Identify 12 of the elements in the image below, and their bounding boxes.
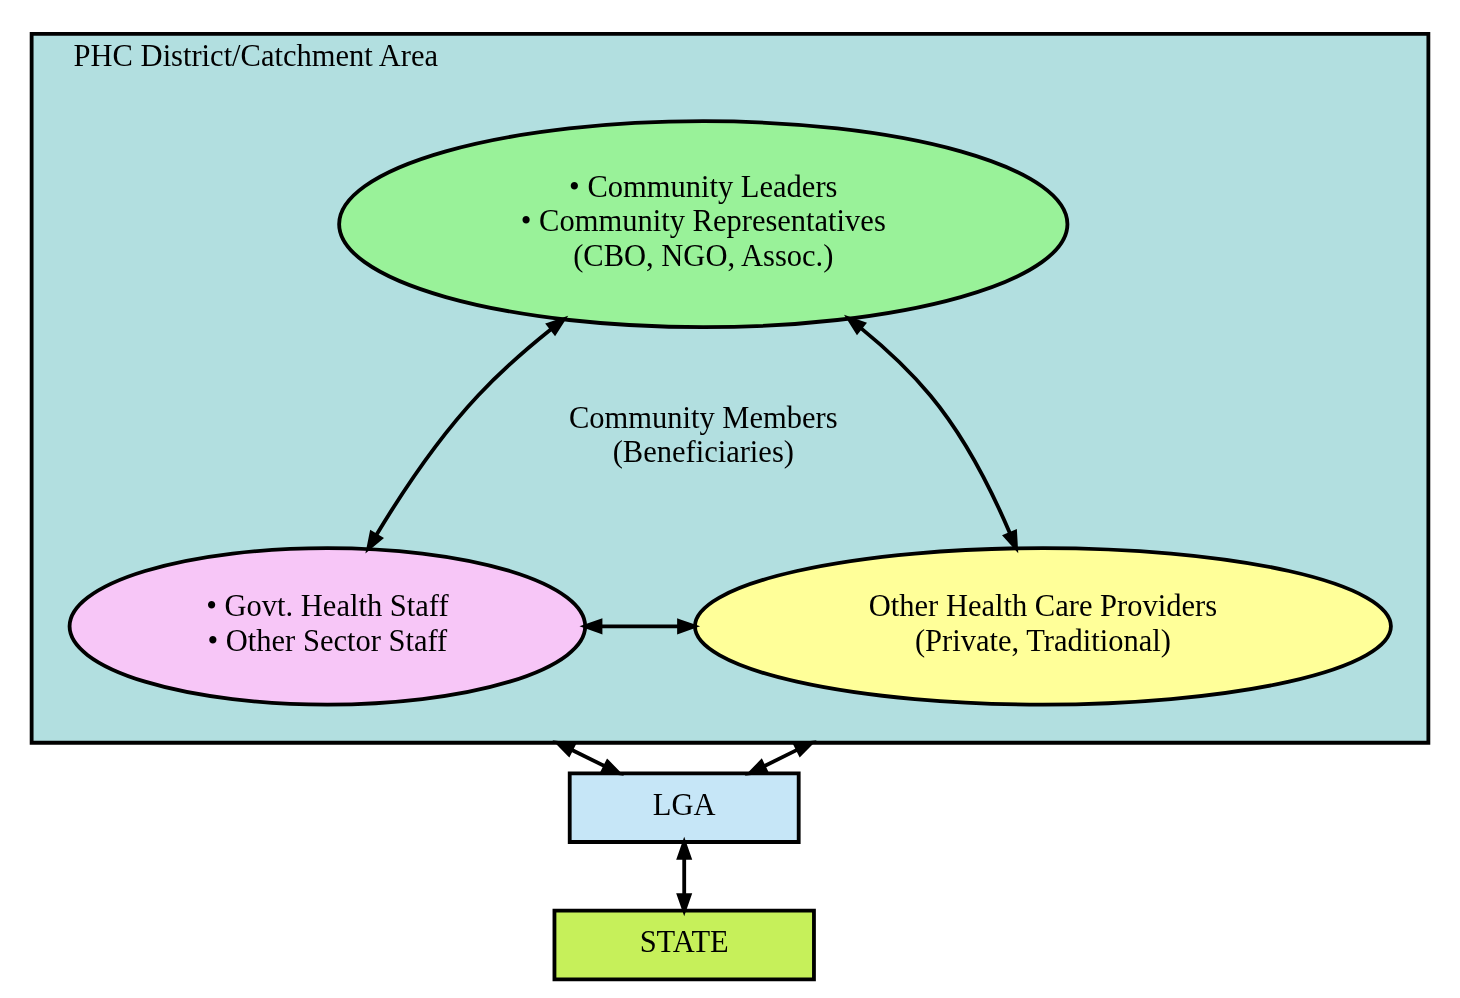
arrow [676, 836, 693, 917]
node-box: STATE [552, 908, 816, 982]
arrow [365, 315, 569, 554]
node-ellipse: • Community Leaders • Community Representatives (CBO, NGO, Assoc.) [337, 119, 1070, 330]
arrow [744, 740, 817, 776]
arrow [552, 740, 624, 776]
node-box: LGA [567, 771, 801, 844]
arrow [579, 618, 701, 635]
node-ellipse: Other Health Care Providers (Private, Traditional) [693, 546, 1393, 707]
arrow [844, 314, 1019, 554]
node-ellipse: • Govt. Health Staff • Other Sector Staff [67, 546, 588, 707]
label: Community Members (Beneficiaries) [568, 400, 838, 469]
